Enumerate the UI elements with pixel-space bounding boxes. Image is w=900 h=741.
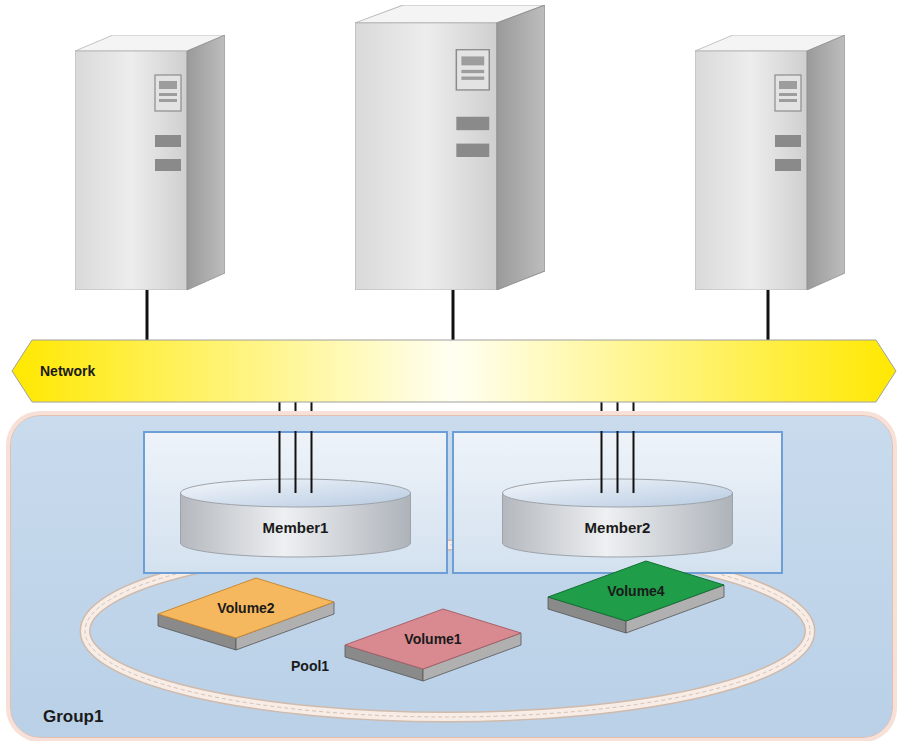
port-wire (311, 431, 313, 493)
pool-ring (85, 545, 810, 717)
server-link (146, 288, 149, 342)
volume-tile-label: Volume1 (343, 630, 523, 648)
storage-pool-label: Pool1 (291, 657, 329, 675)
volume-tile: Volume4 (546, 559, 726, 639)
member-array: Member1 (143, 431, 448, 574)
pool-ring (85, 545, 810, 717)
port-wire (601, 431, 603, 493)
port-wire (617, 431, 619, 493)
member-array: Member2 (452, 431, 783, 574)
member-array-label: Member2 (452, 519, 783, 537)
member-box (453, 432, 782, 573)
port-wire (633, 431, 635, 493)
network-band-label: Network (40, 362, 95, 380)
member-box (144, 432, 447, 573)
network-arrow (12, 340, 896, 402)
server-link (452, 288, 455, 342)
volume-tile-label: Volume2 (156, 599, 336, 617)
volume-tile-label: Volume4 (546, 582, 726, 600)
volume-tile: Volume1 (343, 607, 523, 687)
server-tower (695, 35, 845, 290)
volume-tile: Volume2 (156, 576, 336, 656)
group-region-label: Group1 (43, 708, 103, 726)
server-tower (355, 5, 545, 290)
member-array-shape (452, 431, 783, 574)
port-wire (295, 431, 297, 493)
server-tower (75, 35, 225, 290)
server-link (767, 288, 770, 342)
member-array-label: Member1 (143, 519, 448, 537)
port-wire (279, 431, 281, 493)
member-array-shape (143, 431, 448, 574)
pool-ring (85, 545, 810, 717)
network-band: Network (10, 338, 898, 404)
group-region: Group1 Member1Member2Pool1 Volume2Volume1 V… (10, 415, 893, 738)
network-band-shape (10, 338, 898, 404)
